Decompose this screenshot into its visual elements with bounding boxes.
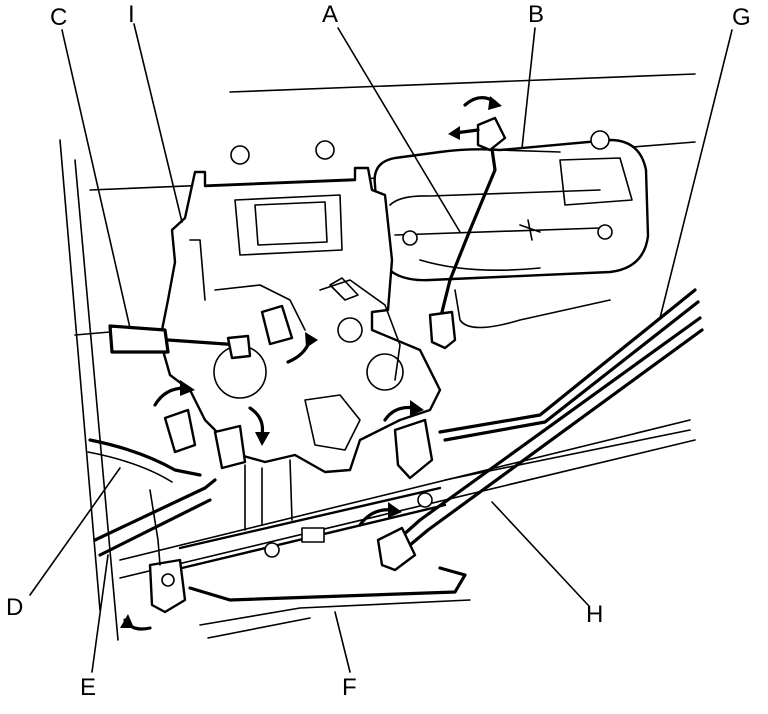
motion-arrows — [120, 96, 502, 631]
arrow-icon — [305, 332, 318, 348]
leader-e — [91, 554, 109, 673]
lock-cylinder-rod — [74, 304, 294, 360]
arrow-icon — [410, 400, 424, 416]
leader-lines — [29, 23, 733, 673]
leader-d — [29, 467, 121, 596]
leader-h — [491, 501, 589, 606]
leader-i — [133, 23, 183, 223]
callout-g: G — [732, 4, 751, 31]
arrow-icon — [448, 126, 460, 140]
lower-bracket — [148, 486, 447, 614]
callout-h: H — [586, 601, 604, 628]
latch-body — [158, 140, 442, 531]
callout-d: D — [6, 594, 24, 621]
inside-lock-rod — [93, 408, 247, 557]
door-panel-outline — [59, 73, 696, 641]
callout-e: E — [80, 674, 97, 701]
outside-handle-rod — [428, 116, 561, 350]
callout-a: A — [322, 1, 339, 28]
arrow-icon — [388, 502, 402, 518]
arrow-icon — [120, 614, 134, 628]
arrow-icon — [488, 96, 502, 110]
outside-handle-housing — [373, 130, 650, 329]
leader-b — [521, 27, 536, 149]
leader-c — [61, 29, 131, 329]
callout-i: I — [128, 1, 135, 28]
arrow-icon — [180, 380, 195, 396]
leader-f — [334, 611, 351, 673]
callout-c: C — [50, 4, 68, 31]
callout-b: B — [528, 1, 545, 28]
inside-handle-cable — [87, 438, 202, 483]
leader-a — [337, 27, 461, 233]
callout-f: F — [342, 674, 357, 701]
leader-g — [659, 29, 733, 319]
long-rods — [376, 288, 704, 572]
arrow-icon — [255, 432, 270, 446]
lower-rod — [188, 566, 471, 639]
